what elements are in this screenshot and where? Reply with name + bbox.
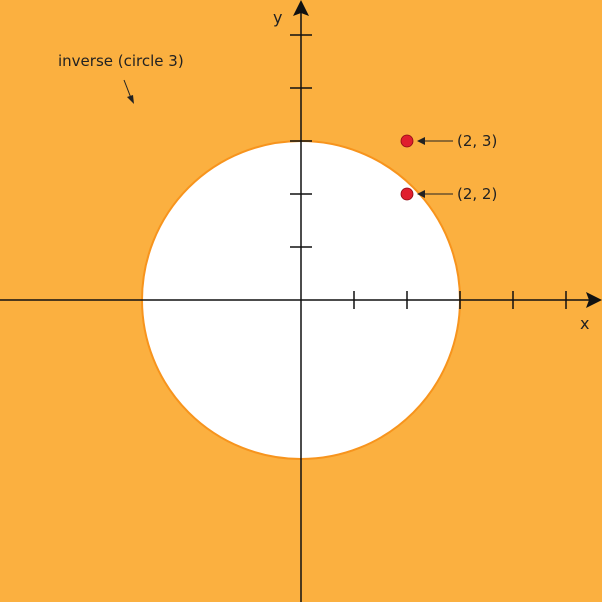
points-group: (2, 3) (2, 2) xyxy=(400,132,497,203)
point-1 xyxy=(400,187,414,201)
region-label-arrow xyxy=(123,79,132,99)
point-1-label: (2, 2) xyxy=(457,185,497,203)
region-label-arrowhead xyxy=(127,95,134,104)
region-label: inverse (circle 3) xyxy=(58,52,184,70)
y-axis-label: y xyxy=(273,8,282,27)
point-0-arrowhead xyxy=(417,137,425,145)
point-0-label: (2, 3) xyxy=(457,132,497,150)
point-0 xyxy=(400,134,414,148)
point-1-arrowhead xyxy=(417,190,425,198)
x-axis-arrowhead xyxy=(586,292,602,308)
axis-ticks xyxy=(290,34,567,309)
y-axis-arrowhead xyxy=(293,0,309,16)
x-axis-label: x xyxy=(580,314,589,333)
